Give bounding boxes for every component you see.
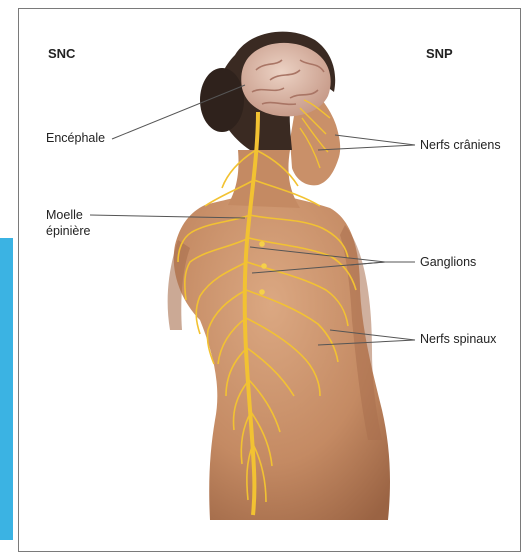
label-moelle-line1: Moelle — [46, 208, 83, 223]
label-nerfs-craniens: Nerfs crâniens — [420, 138, 501, 153]
brain — [241, 43, 330, 117]
label-nerfs-spinaux: Nerfs spinaux — [420, 332, 496, 347]
snc-header: SNC — [48, 46, 75, 61]
neck — [228, 150, 300, 208]
label-ganglions: Ganglions — [420, 255, 476, 270]
hair-bun — [200, 68, 244, 132]
snp-header: SNP — [426, 46, 453, 61]
label-encephale: Encéphale — [46, 131, 105, 146]
label-moelle-line2: épinière — [46, 224, 90, 239]
